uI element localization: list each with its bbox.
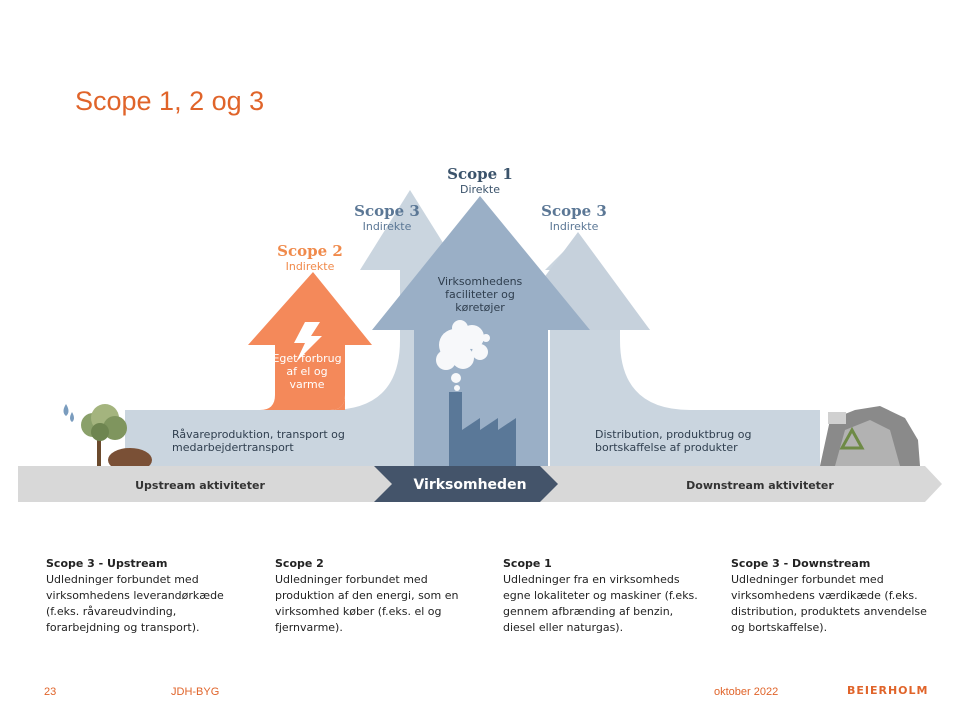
scope2-label: Scope 2 Indirekte	[277, 242, 343, 274]
scope3-upstream-label: Scope 3 Indirekte	[354, 202, 420, 234]
recycle-icon	[839, 426, 865, 450]
scope3-downstream-inner-text: Distribution, produktbrug og bortskaffel…	[595, 428, 752, 454]
factory-icon	[449, 392, 516, 466]
company-bar	[374, 466, 558, 502]
desc-scope3-upstream: Scope 3 - Upstream Udledninger forbundet…	[46, 557, 224, 634]
water-drop-icon	[63, 404, 74, 422]
desc-scope1: Scope 1 Udledninger fra en virksomheds e…	[503, 557, 698, 634]
waste-pile-icon	[820, 406, 920, 466]
company-label: Virksomheden	[413, 477, 527, 493]
page-number: 23	[44, 686, 57, 698]
desc-scope3-downstream: Scope 3 - Downstream Udledninger forbund…	[731, 557, 927, 634]
logo: BEIERHOLM	[847, 684, 929, 697]
lightning-icon	[294, 322, 322, 362]
desc-scope2: Scope 2 Udledninger forbundet med produk…	[275, 557, 459, 634]
smoke-cloud-icon	[436, 320, 490, 391]
scope3-upstream-inner-text: Råvareproduktion, transport og medarbejd…	[172, 428, 345, 454]
scope3-downstream-label: Scope 3 Indirekte	[541, 202, 607, 234]
scope3-upstream-arrow	[125, 190, 460, 466]
footer-date: oktober 2022	[714, 686, 779, 698]
scope1-inner-text: Virksomhedens faciliteter og køretøjer	[437, 275, 523, 314]
scope1-label: Scope 1 Direkte	[447, 165, 513, 197]
page-title: Scope 1, 2 og 3	[75, 86, 265, 116]
downstream-label: Downstream aktiviteter	[686, 479, 834, 492]
scope2-inner-text: Eget forbrug af el og varme	[272, 352, 342, 391]
upstream-label: Upstream aktiviteter	[135, 479, 265, 492]
footer-project: JDH-BYG	[171, 686, 220, 698]
